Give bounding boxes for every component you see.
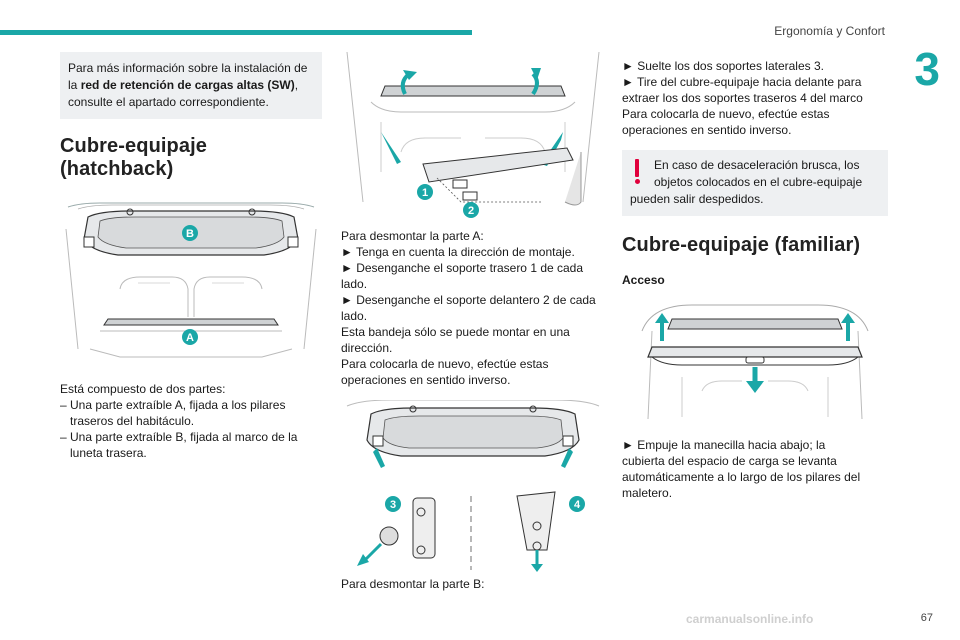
header-accent-bar xyxy=(0,30,472,35)
text-line: ► Desenganche el soporte delantero 2 de … xyxy=(341,293,596,307)
text-line: Para desmontar la parte A: xyxy=(341,229,484,243)
text-line: ► Desenganche el soporte trasero 1 de ca… xyxy=(341,261,584,275)
text-line: extraer los dos soportes traseros 4 del … xyxy=(622,91,863,105)
text-line: ► Suelte los dos soportes laterales 3. xyxy=(622,59,824,73)
warning-text: En caso de desaceleración brusca, los xyxy=(654,158,860,172)
warning-text: pueden salir despedidos. xyxy=(630,192,764,206)
text-line: maletero. xyxy=(622,486,673,500)
figure-callout-2: 2 xyxy=(468,205,474,217)
warning-text: objetos colocados en el cubre-equipaje xyxy=(654,175,863,189)
text-line: cubierta del espacio de carga se levanta xyxy=(622,454,837,468)
text-line: – Una parte extraíble B, fijada al marco… xyxy=(60,430,298,444)
figure-callout-b: B xyxy=(186,228,194,240)
chapter-number: 3 xyxy=(914,43,940,95)
warning-note: En caso de desaceleración brusca, los ob… xyxy=(622,150,888,216)
figure-remove-part-a: 1 2 xyxy=(341,52,605,222)
column-3: ► Suelte los dos soportes laterales 3. ►… xyxy=(622,52,888,501)
column-1: Para más información sobre la instalació… xyxy=(60,52,322,461)
hatchback-description: Está compuesto de dos partes: – Una part… xyxy=(60,381,322,461)
text-line: automáticamente a lo largo de los pilare… xyxy=(622,470,861,484)
remove-part-b-instructions: ► Suelte los dos soportes laterales 3. ►… xyxy=(622,58,888,138)
remove-part-b-intro: Para desmontar la parte B: xyxy=(341,577,485,591)
figure-hatchback-parcel-shelf: B A xyxy=(60,199,322,367)
watermark: carmanualsonline.info xyxy=(686,612,814,626)
column-2: 1 2 Para desmontar la parte A: ► Tenga e… xyxy=(341,52,605,592)
familiar-access-instructions: ► Empuje la manecilla hacia abajo; la cu… xyxy=(622,437,888,501)
text-line: lado. xyxy=(341,309,368,323)
text-line: operaciones en sentido inverso. xyxy=(622,123,792,137)
figure-callout-a: A xyxy=(186,332,194,344)
note-bold-text: red de retención de cargas altas (SW) xyxy=(80,78,295,92)
figure-remove-part-b: 3 4 xyxy=(341,400,605,572)
text-line: Está compuesto de dos partes: xyxy=(60,382,226,396)
text-line: Para colocarla de nuevo, efectúe estas xyxy=(341,357,549,371)
section-title-familiar: Cubre-equipaje (familiar) xyxy=(622,234,861,256)
note-text: Para más información sobre la instalació… xyxy=(68,61,308,92)
text-line: Esta bandeja sólo se puede montar en una xyxy=(341,325,570,339)
text-line: luneta trasera. xyxy=(70,446,147,460)
subsection-acceso: Acceso xyxy=(622,273,665,287)
text-line: operaciones en sentido inverso. xyxy=(341,373,511,387)
note-text-end: , consulte el apartado correspondiente. xyxy=(68,78,299,109)
text-line: traseros del habitáculo. xyxy=(70,414,195,428)
text-line: Para colocarla de nuevo, efectúe estas xyxy=(622,107,830,121)
section-title-hatchback: Cubre-equipaje (hatchback) xyxy=(60,135,207,180)
text-line: ► Empuje la manecilla hacia abajo; la xyxy=(622,438,826,452)
figure-callout-1: 1 xyxy=(422,187,428,199)
text-line: ► Tire del cubre-equipaje hacia delante … xyxy=(622,75,862,89)
chapter-title: Ergonomía y Confort xyxy=(774,24,885,38)
info-note: Para más información sobre la instalació… xyxy=(60,52,322,119)
text-line: ► Tenga en cuenta la dirección de montaj… xyxy=(341,245,575,259)
page-number: 67 xyxy=(920,612,933,624)
warning-exclamation-icon xyxy=(634,159,640,185)
text-line: lado. xyxy=(341,277,368,291)
text-line: dirección. xyxy=(341,341,393,355)
text-line: – Una parte extraíble A, fijada a los pi… xyxy=(60,398,286,412)
figure-callout-3: 3 xyxy=(390,499,396,511)
figure-familiar-access xyxy=(622,301,888,425)
remove-part-a-instructions: Para desmontar la parte A: ► Tenga en cu… xyxy=(341,228,605,388)
figure-callout-4: 4 xyxy=(574,499,581,511)
